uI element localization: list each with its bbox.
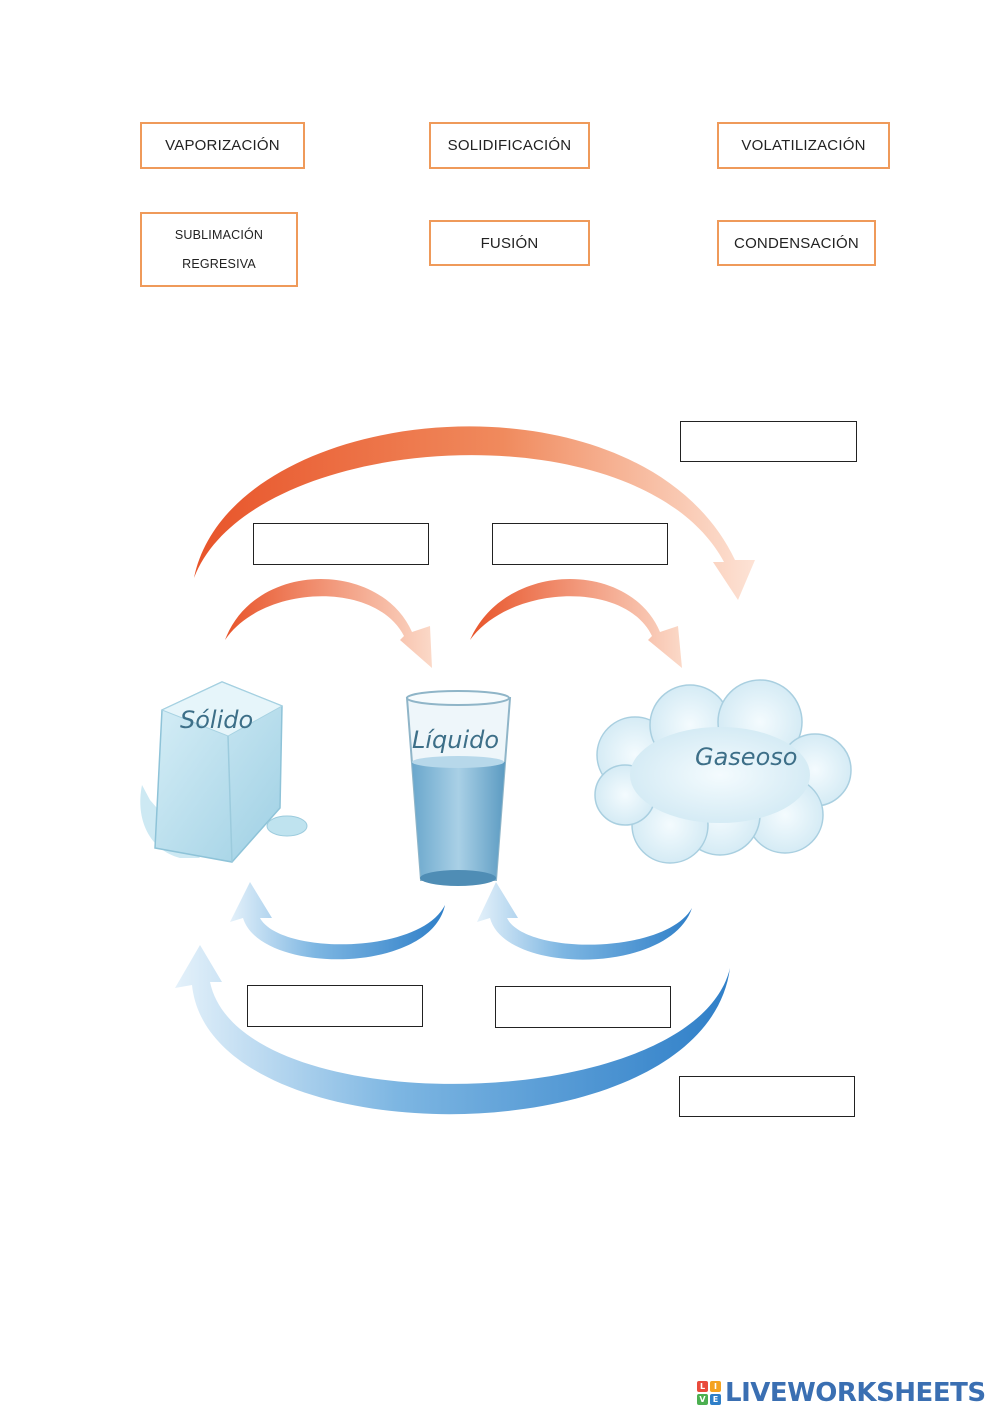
logo-mark-icon: L I V E [697, 1381, 721, 1405]
state-label-gas: Gaseoso [695, 743, 797, 771]
word-volatilizacion[interactable]: VOLATILIZACIÓN [717, 122, 890, 169]
arrow-liquid-to-solid [230, 882, 445, 960]
arrow-gas-to-liquid [477, 882, 692, 960]
logo-text: LIVEWORKSHEETS [725, 1378, 986, 1408]
state-label-solid: Sólido [180, 706, 253, 734]
answer-box-gas-to-solid[interactable] [679, 1076, 855, 1117]
answer-box-solid-to-gas[interactable] [680, 421, 857, 462]
glass-of-water-illustration: Líquido [405, 690, 512, 886]
word-label: VAPORIZACIÓN [165, 137, 280, 154]
word-sublimacion-regresiva[interactable]: SUBLIMACIÓN REGRESIVA [140, 212, 298, 287]
ice-cube-illustration: Sólido [140, 681, 308, 863]
word-vaporizacion[interactable]: VAPORIZACIÓN [140, 122, 305, 169]
answer-box-liquid-to-gas[interactable] [492, 523, 668, 565]
answer-box-gas-to-liquid[interactable] [495, 986, 671, 1028]
word-label: VOLATILIZACIÓN [741, 137, 866, 154]
word-label: CONDENSACIÓN [734, 234, 859, 252]
arrow-solid-to-gas [194, 426, 755, 600]
word-fusion[interactable]: FUSIÓN [429, 220, 590, 266]
answer-box-solid-to-liquid[interactable] [253, 523, 429, 565]
word-label: REGRESIVA [182, 257, 256, 272]
answer-box-liquid-to-solid[interactable] [247, 985, 423, 1027]
word-condensacion[interactable]: CONDENSACIÓN [717, 220, 876, 266]
word-label: FUSIÓN [480, 234, 539, 252]
cloud-illustration: Gaseoso [594, 679, 852, 864]
word-label: SOLIDIFICACIÓN [447, 137, 572, 154]
arrow-gas-to-solid [175, 945, 730, 1115]
arrow-solid-to-liquid [225, 578, 432, 668]
arrow-liquid-to-gas [470, 578, 682, 668]
word-label: SUBLIMACIÓN [174, 227, 264, 242]
word-solidificacion[interactable]: SOLIDIFICACIÓN [429, 122, 590, 169]
liveworksheets-logo: L I V E LIVEWORKSHEETS [697, 1378, 986, 1408]
state-label-liquid: Líquido [412, 726, 499, 754]
